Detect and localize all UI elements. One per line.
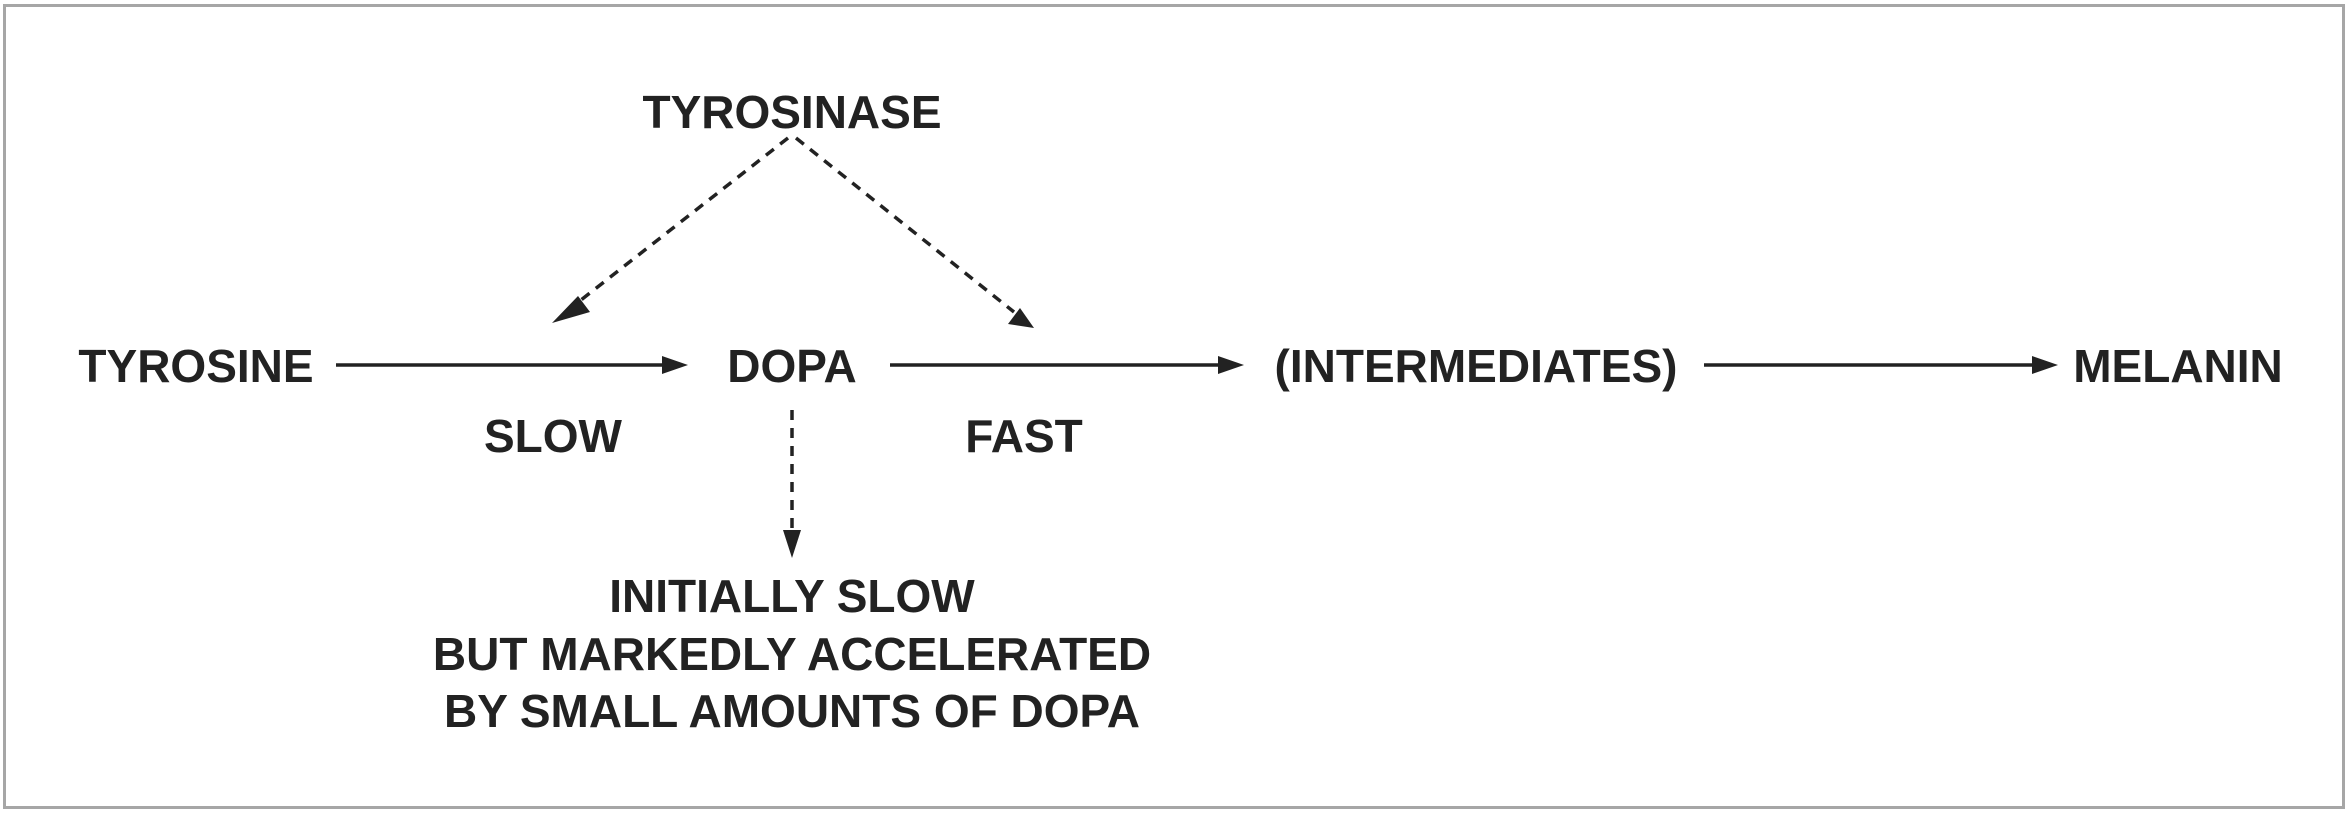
node-tyrosinase: TYROSINASE	[642, 86, 941, 138]
note-line-3: BY SMALL AMOUNTS OF DOPA	[444, 685, 1140, 737]
dashed-arrow-dopa-to-note	[783, 410, 801, 558]
node-tyrosine: TYROSINE	[78, 340, 313, 392]
node-melanin: MELANIN	[2073, 340, 2283, 392]
arrow-intermediates-to-melanin	[1704, 356, 2058, 374]
node-dopa: DOPA	[727, 340, 857, 392]
arrow-dopa-to-intermediates	[890, 356, 1244, 374]
arrow-tyrosine-to-dopa	[336, 356, 688, 374]
diagram-frame	[3, 4, 2345, 809]
note-line-2: BUT MARKEDLY ACCELERATED	[433, 628, 1151, 680]
rate-slow-label: SLOW	[484, 410, 623, 462]
note-line-1: INITIALLY SLOW	[609, 570, 975, 622]
rate-fast-label: FAST	[965, 410, 1083, 462]
dashed-arrow-tyrosinase-to-slow-step	[552, 136, 790, 323]
node-intermediates: (INTERMEDIATES)	[1275, 340, 1678, 392]
dashed-arrow-tyrosinase-to-fast-step	[794, 136, 1034, 328]
